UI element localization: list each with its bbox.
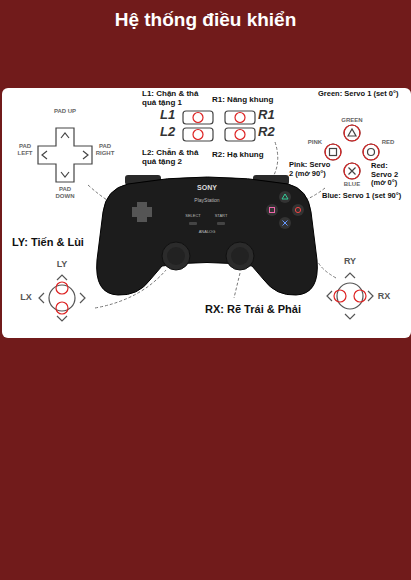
shoulder-buttons-diagram (183, 111, 255, 141)
illustration-part (282, 194, 288, 199)
illustration-part (345, 273, 355, 278)
illustration-part (225, 111, 255, 124)
illustration-part (363, 144, 379, 160)
illustration-part (57, 316, 67, 321)
illustration-part (132, 202, 152, 222)
illustration-part (39, 293, 44, 303)
illustration-part (193, 130, 203, 140)
control-note: R2 (258, 125, 275, 140)
illustration-part (292, 204, 304, 216)
illustration-part (368, 149, 375, 156)
part-label: LY (57, 259, 68, 269)
illustration-part (225, 128, 255, 141)
part-label: Red: Servo 2 (mở 0°) (371, 162, 408, 188)
part-label: RED (382, 139, 395, 146)
illustration-part (325, 144, 341, 160)
illustration-part (330, 149, 337, 156)
illustration-part (183, 111, 213, 124)
part-label: Pink: Servo 2 (mở 90°) (289, 161, 333, 178)
illustration-part (42, 151, 47, 159)
illustration-part (235, 130, 245, 140)
part-label: PAD UP (53, 108, 77, 115)
illustration-part (283, 221, 288, 226)
ps2-controller (97, 175, 318, 295)
part-label: PAD DOWN (51, 186, 79, 200)
part-label: SELECT (185, 214, 201, 219)
part-label: BLUE (344, 181, 360, 188)
illustration-part (235, 113, 245, 123)
illustration-part (274, 142, 278, 175)
leader-lines (88, 142, 336, 308)
control-note: L1 (160, 108, 175, 123)
illustration-part (266, 204, 278, 216)
part-label: PAD LEFT (13, 143, 37, 157)
part-label: L1: Chặn & thả quả tặng 1 (142, 89, 214, 107)
illustration-part (344, 125, 360, 141)
page-title: Hệ thống điều khiển (0, 9, 411, 31)
illustration-part (363, 144, 379, 160)
control-note: LY: Tiến & Lùi (12, 236, 84, 249)
illustration-part (327, 291, 332, 301)
part-label: L2: Chẵn & thả quả tặng 2 (142, 148, 212, 166)
illustration-part (189, 222, 197, 225)
illustration-part (226, 242, 254, 270)
illustration-part (231, 247, 249, 265)
illustration-part (344, 163, 360, 179)
illustration-part (162, 242, 190, 270)
illustration-part (368, 291, 373, 301)
part-label: START (215, 214, 228, 219)
illustration-part (270, 208, 275, 213)
illustration-part (38, 128, 92, 182)
illustration-part (56, 302, 68, 314)
illustration-part (49, 285, 75, 311)
illustration-part (183, 128, 213, 141)
left-stick-diagram (39, 275, 85, 321)
illustration-part (349, 168, 356, 175)
illustration-part (61, 172, 69, 177)
part-label: RY (344, 256, 356, 266)
illustration-part (348, 129, 356, 136)
part-label: Green: Servo 1 (set 0°) (318, 90, 408, 99)
illustration-part (337, 283, 363, 309)
part-label: R1: Nâng khung (212, 95, 273, 104)
illustration-part (97, 177, 318, 295)
illustration-part (295, 207, 300, 212)
part-label: R2: Hạ khung (212, 150, 264, 159)
illustration-part (167, 247, 185, 265)
illustration-part (57, 275, 67, 280)
illustration-part (234, 273, 240, 298)
illustration-part (345, 314, 355, 319)
part-label: PINK (308, 139, 322, 146)
illustration-part (334, 290, 346, 302)
part-label: PlayStation (194, 198, 219, 204)
illustration-part (56, 282, 68, 294)
illustration-part (61, 133, 69, 138)
part-label: PAD RIGHT (92, 143, 118, 157)
illustration-part (193, 113, 203, 123)
illustration-part (83, 151, 88, 159)
face-buttons-diagram (325, 125, 379, 179)
illustration-part (354, 290, 366, 302)
control-note: L2 (160, 125, 175, 140)
part-label: ANALOG (199, 230, 216, 235)
illustration-part (279, 191, 291, 203)
white-panel (2, 88, 411, 338)
part-label: Blue: Servo 1 (set 90°) (322, 192, 408, 201)
illustration-part (279, 217, 291, 229)
control-note: RX: Rẽ Trái & Phải (205, 303, 301, 316)
illustration-part (217, 222, 225, 225)
control-note: R1 (258, 108, 275, 123)
part-label: RX (378, 291, 391, 301)
part-label: GREEN (341, 117, 362, 124)
part-label: SONY (197, 184, 217, 192)
illustration-part (318, 262, 336, 278)
illustration-part (344, 163, 360, 179)
right-stick-diagram (327, 273, 373, 319)
dpad-diagram (38, 128, 92, 182)
illustration-part (344, 125, 360, 141)
illustration-part (325, 144, 341, 160)
part-label: LX (20, 292, 32, 302)
illustration-part (80, 293, 85, 303)
